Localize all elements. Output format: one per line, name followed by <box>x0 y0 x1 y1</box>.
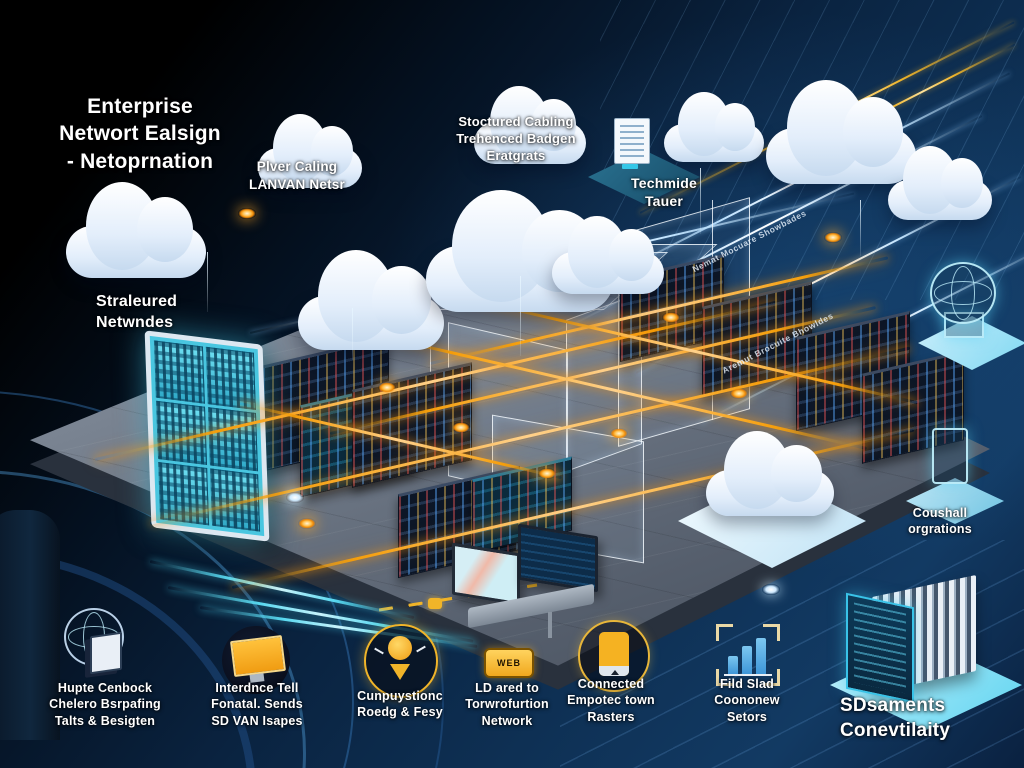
monitor-icon <box>222 626 290 694</box>
bottom-label-2: Interdnce Tell Fonatal. Sends SD VAN Isa… <box>211 681 303 728</box>
phone-icon <box>578 620 650 692</box>
book-part <box>90 631 122 675</box>
right-mid-label: Coushall orgrations <box>908 506 972 537</box>
cloud <box>888 146 992 220</box>
cloud <box>66 181 206 278</box>
cloud <box>552 216 664 294</box>
dark-cylinder <box>0 510 60 740</box>
cloud <box>766 80 916 184</box>
drop-line <box>520 276 521 356</box>
monitor-stand <box>548 612 552 638</box>
glow-node <box>824 232 842 243</box>
cloud-center-label: Stoctured Cabling Trehenced Badgen Eratg… <box>456 114 576 163</box>
baseline <box>724 674 772 676</box>
bottom-label-3: Cunpuystionc Roedg & Fesy <box>357 689 443 720</box>
web-badge-icon: WEB <box>484 648 534 678</box>
cloud <box>664 91 764 162</box>
document-tab <box>622 164 638 169</box>
glow-node <box>286 492 304 503</box>
glow-node <box>238 208 256 219</box>
screen-cell <box>153 340 205 404</box>
bracket <box>763 624 780 641</box>
globe-book-icon <box>58 608 136 682</box>
spark-tick <box>374 647 384 655</box>
glow-node <box>538 468 556 479</box>
bar-chart-icon <box>716 624 780 686</box>
spark-tick <box>416 645 426 653</box>
cloud <box>298 250 444 350</box>
wireframe-phone-icon <box>932 428 968 484</box>
monitor-screen <box>230 634 286 678</box>
sd-cube-panel <box>846 592 914 704</box>
glow-node <box>730 388 748 399</box>
screen-cell <box>205 346 256 411</box>
title-label: Enterprise Networt Ealsign - Netoprnatio… <box>59 95 221 173</box>
web-badge-label: WEB <box>497 658 521 668</box>
bottom-label-1: Hupte Cenbock Chelero Bsrpafing Talts & … <box>49 681 161 728</box>
cloud-left-label: Plver Caling LANVAN Netsr <box>249 159 345 192</box>
bottom-label-4: LD ared to Torwrofurtion Network <box>465 681 549 728</box>
bottom-label-6: Fild Slad Coononew Setors <box>714 677 780 724</box>
drop-line <box>352 308 353 360</box>
tower-label: Techmide Tauer <box>631 175 697 210</box>
glow-node <box>298 518 316 529</box>
bracket <box>716 624 733 641</box>
wireframe-globe-icon <box>930 262 996 324</box>
bar <box>742 646 752 674</box>
drop-line <box>860 200 861 256</box>
drop-line <box>207 252 208 312</box>
screen-cell <box>207 407 258 471</box>
phone-notch <box>611 670 619 675</box>
bracket <box>716 669 733 686</box>
bulb-beam-part <box>390 664 410 680</box>
glow-node <box>452 422 470 433</box>
sd-label: SDsaments Conevtilaity <box>840 695 951 741</box>
bulb-part <box>388 636 412 660</box>
bar <box>728 656 738 674</box>
drop-line <box>700 168 701 234</box>
monitor-left <box>452 542 520 606</box>
bar <box>756 638 766 674</box>
glow-node <box>762 584 780 595</box>
padlock-icon <box>428 598 442 609</box>
bottom-label-5: Connected Empotec town Rasters <box>567 677 655 724</box>
bracket <box>763 669 780 686</box>
document-icon <box>614 118 650 164</box>
cloud <box>258 114 362 188</box>
glow-node <box>662 312 680 323</box>
glow-node <box>610 428 628 439</box>
left-mid-label: Straleured Netwndes <box>96 293 178 331</box>
cloud <box>706 430 834 516</box>
cloud <box>474 86 586 164</box>
glow-node <box>378 382 396 393</box>
idea-bulb-icon <box>364 624 438 698</box>
